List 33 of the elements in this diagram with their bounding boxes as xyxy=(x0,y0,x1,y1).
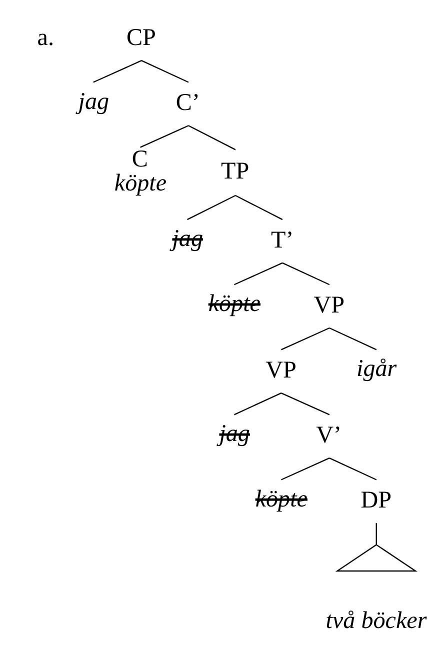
node-text: C köpte xyxy=(114,146,166,196)
node-text: VP xyxy=(313,292,344,318)
connector xyxy=(186,194,236,220)
node-text: jag xyxy=(78,88,109,114)
connector xyxy=(328,326,376,350)
connector xyxy=(280,457,330,480)
node-text: jag xyxy=(172,226,202,252)
node-text: V’ xyxy=(316,422,342,448)
connector xyxy=(92,60,142,82)
label: a. xyxy=(36,24,54,50)
connector xyxy=(328,457,376,480)
connector xyxy=(234,194,282,220)
node-text: jag xyxy=(218,420,250,447)
connector xyxy=(234,392,281,415)
node-text: köpte xyxy=(254,486,307,512)
connector xyxy=(140,60,188,82)
node-text: två böcker xyxy=(325,607,426,634)
connector xyxy=(280,326,330,350)
node-triangle xyxy=(334,544,418,572)
connector xyxy=(140,124,188,148)
node-text: CP xyxy=(126,24,156,50)
node-text: köpte xyxy=(208,290,260,317)
connector xyxy=(282,262,330,285)
node-text: DP xyxy=(360,486,392,513)
node-text: C’ xyxy=(175,89,200,116)
connector xyxy=(234,262,282,285)
node-text: igår xyxy=(356,356,396,382)
node-text: TP xyxy=(220,158,249,184)
connector xyxy=(280,392,330,415)
connector xyxy=(375,522,376,544)
node-text: T’ xyxy=(270,226,294,253)
node-text: VP xyxy=(265,356,296,383)
connector xyxy=(188,124,236,150)
